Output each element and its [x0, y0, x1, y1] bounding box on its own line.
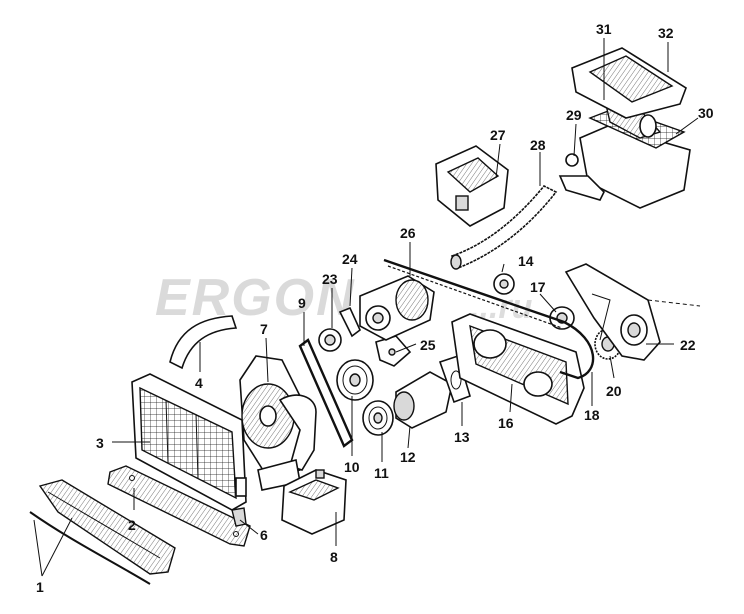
callout-10: 10 [344, 459, 360, 475]
callout-2: 2 [128, 517, 136, 533]
callout-3: 3 [96, 435, 104, 451]
callout-31: 31 [596, 21, 612, 37]
part-18-timing-belt [383, 258, 595, 380]
callout-13: 13 [454, 429, 470, 445]
callout-20: 20 [606, 383, 622, 399]
part-2-bracket [107, 465, 251, 547]
part-9-belt [298, 338, 354, 448]
callout-7: 7 [260, 321, 268, 337]
part-13-gasket [438, 354, 471, 404]
part-22-rear-plate [564, 263, 701, 361]
callout-17: 17 [530, 279, 546, 295]
part-11-pulley [362, 400, 394, 436]
part-3-radiator [131, 373, 247, 511]
callout-9: 9 [298, 295, 306, 311]
callout-28: 28 [530, 137, 546, 153]
callout-1: 1 [36, 579, 44, 595]
part-28-intake-hose [450, 184, 558, 270]
leader-lines [33, 38, 699, 577]
part-24-link [338, 306, 361, 338]
part-16-timing-cover [451, 313, 585, 425]
callout-22: 22 [680, 337, 696, 353]
part-10-pulley [336, 359, 374, 401]
callout-26: 26 [400, 225, 416, 241]
callout-25: 25 [420, 337, 436, 353]
callout-18: 18 [584, 407, 600, 423]
part-32-upper-cover [571, 47, 687, 119]
callout-14: 14 [518, 253, 534, 269]
part-23-spacer [318, 328, 342, 352]
part-12-water-pump [393, 371, 453, 429]
callout-16: 16 [498, 415, 514, 431]
part-7-fan-shroud [239, 355, 317, 491]
callout-24: 24 [342, 251, 358, 267]
callout-4: 4 [195, 375, 203, 391]
part-26-alternator [359, 275, 435, 341]
part-29-clip [565, 153, 579, 167]
part-14-idler [493, 273, 515, 295]
part-8-module [281, 469, 347, 535]
callout-8: 8 [330, 549, 338, 565]
part-4-hose [169, 315, 238, 370]
callout-labels: 1 2 3 4 6 7 8 9 10 11 12 13 14 16 17 18 … [36, 21, 714, 595]
callout-6: 6 [260, 527, 268, 543]
part-1-lower-shield [29, 479, 176, 585]
callout-12: 12 [400, 449, 416, 465]
part-25-bracket [375, 335, 412, 367]
part-27-air-box [435, 145, 509, 227]
callout-27: 27 [490, 127, 506, 143]
callout-23: 23 [322, 271, 338, 287]
callout-30: 30 [698, 105, 714, 121]
callout-11: 11 [374, 465, 389, 481]
callout-29: 29 [566, 107, 582, 123]
callout-32: 32 [658, 25, 674, 41]
watermark-logo: ERGON [155, 269, 356, 327]
